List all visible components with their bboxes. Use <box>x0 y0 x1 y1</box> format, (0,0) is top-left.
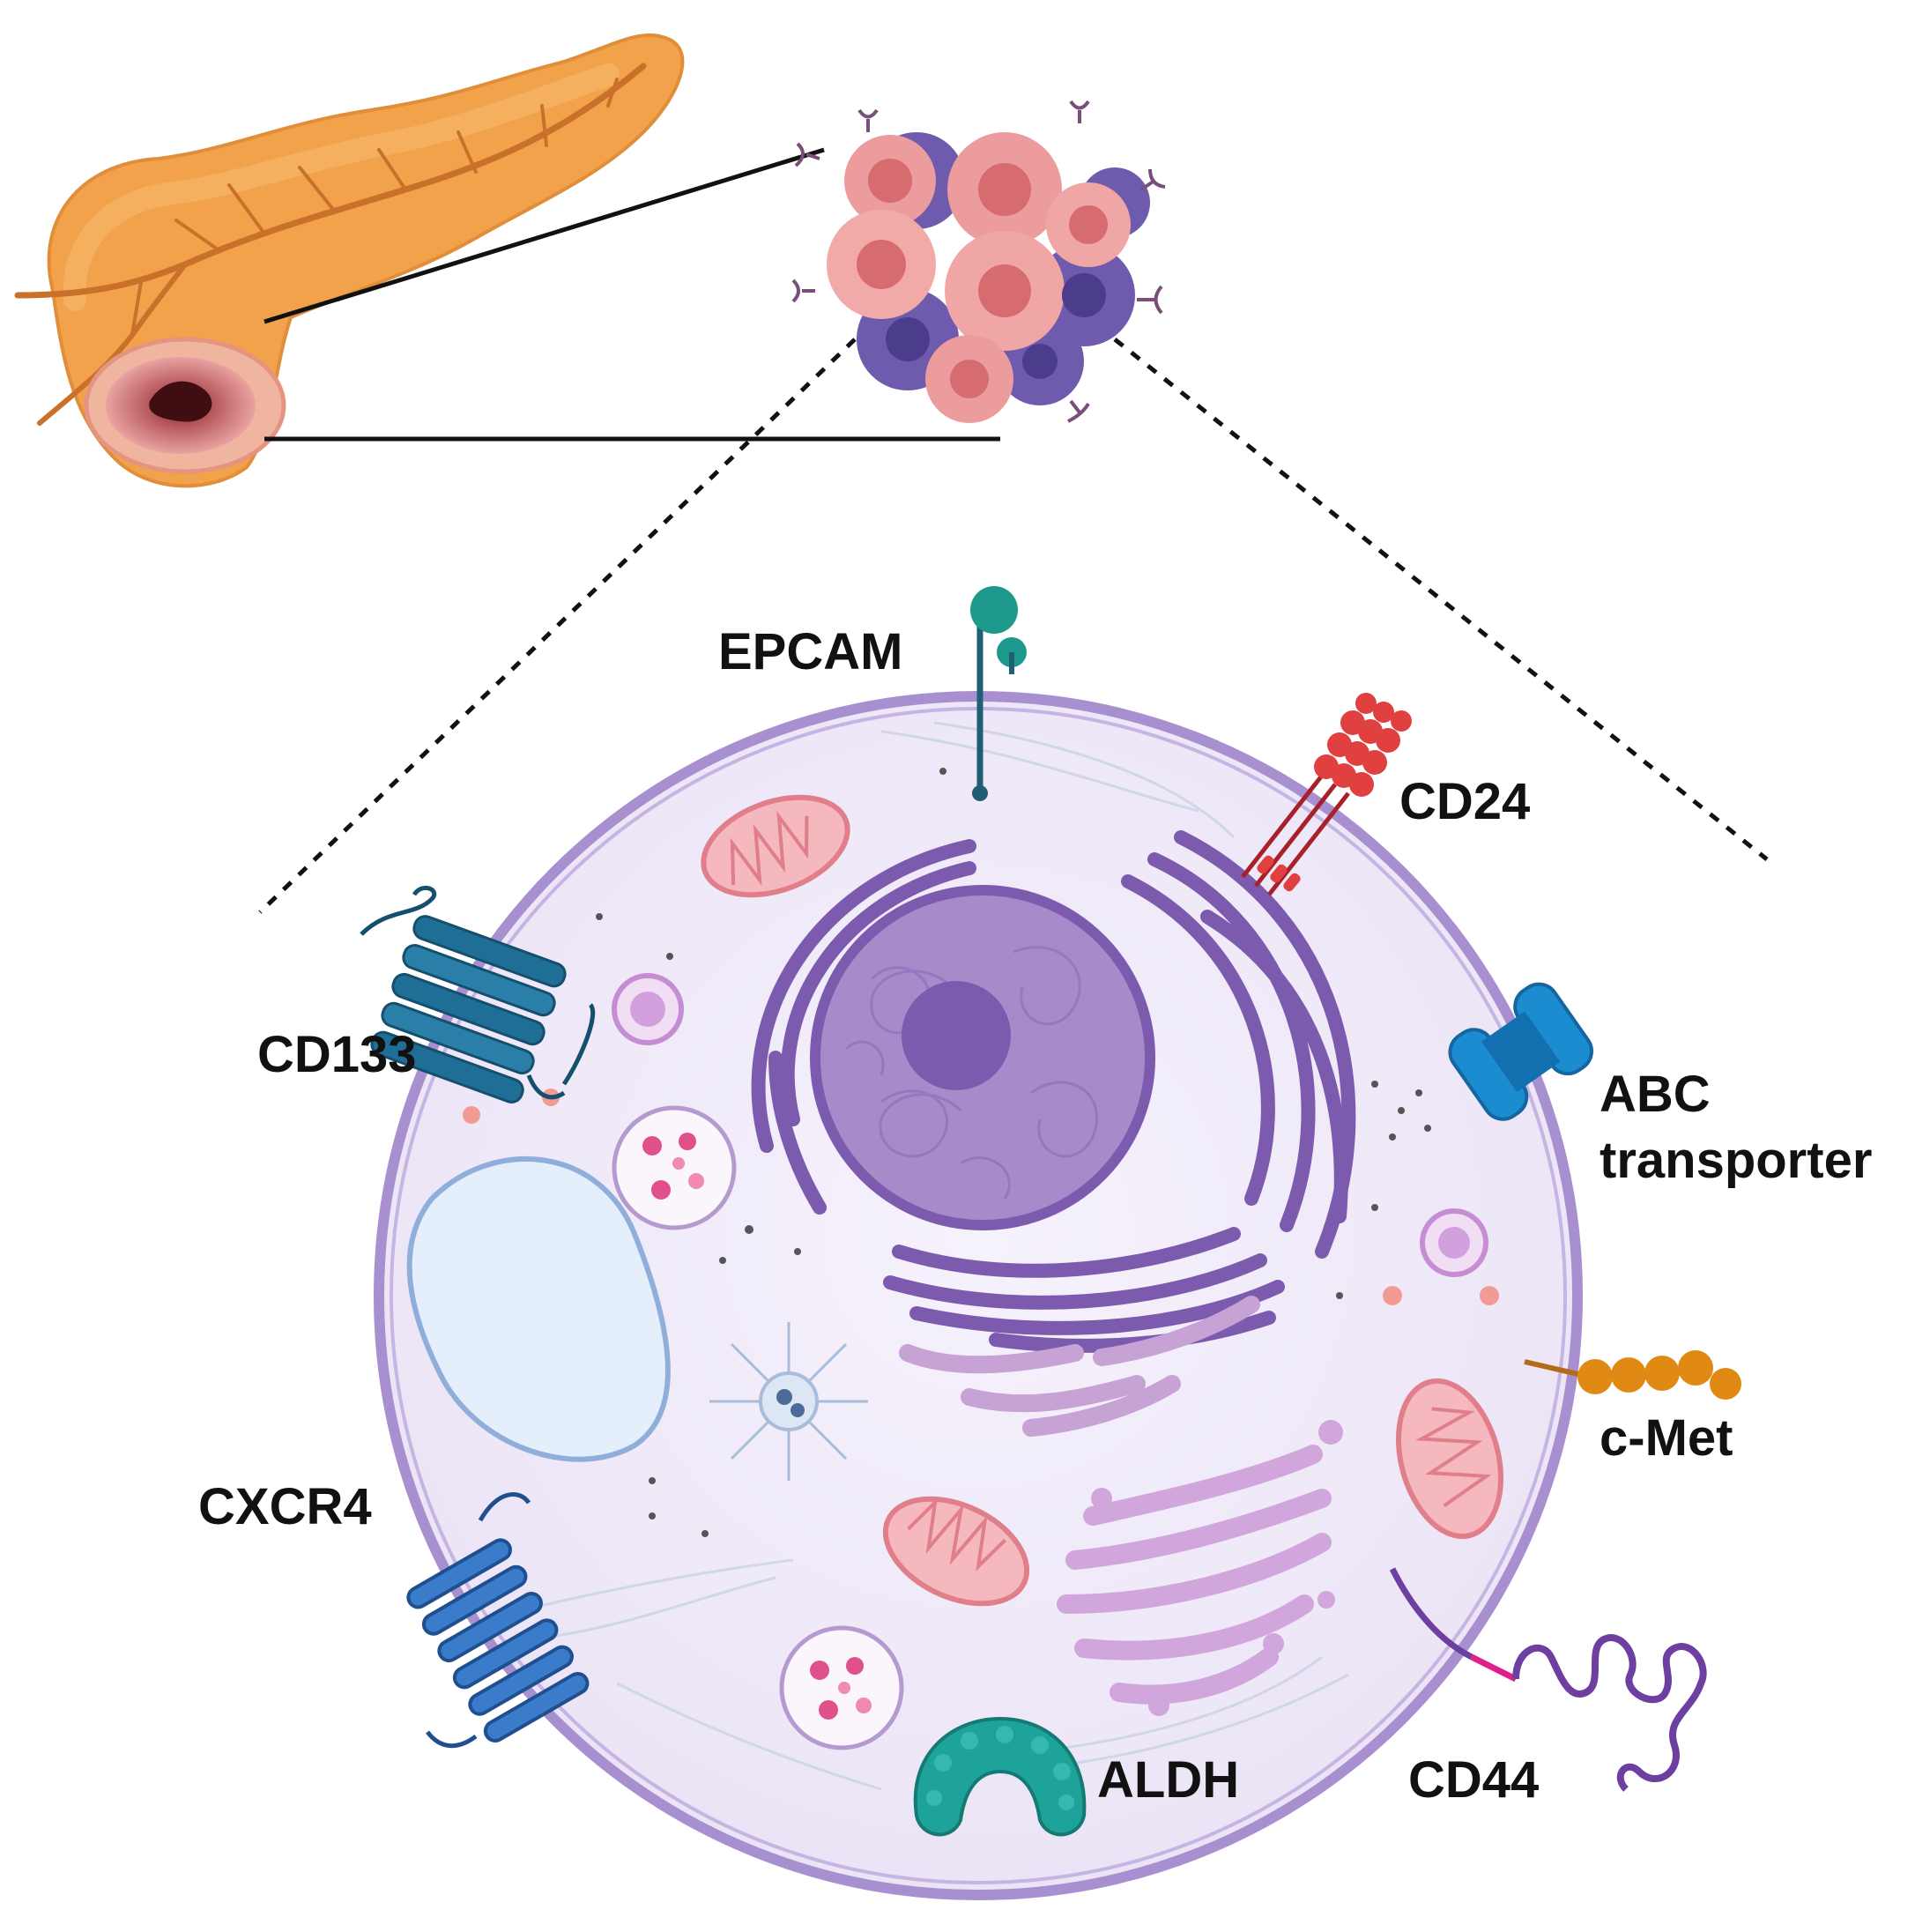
cd44-receptor-icon <box>1389 1567 1707 1792</box>
aldh-enzyme-icon <box>913 1716 1087 1837</box>
epcam-receptor-icon <box>970 586 1027 801</box>
label-abc-line1: ABC <box>1600 1066 1711 1123</box>
label-abc-line2: transporter <box>1600 1132 1873 1189</box>
label-cd24: CD24 <box>1399 773 1531 830</box>
c-met-receptor-icon <box>1524 1350 1741 1400</box>
label-cxcr4: CXCR4 <box>198 1478 372 1535</box>
label-c-met: c-Met <box>1600 1409 1733 1467</box>
zoom-line-upper <box>263 147 825 324</box>
label-cd133: CD133 <box>257 1026 417 1083</box>
cd133-receptor-icon <box>360 885 596 1103</box>
label-cd44: CD44 <box>1408 1751 1540 1809</box>
label-epcam: EPCAM <box>718 623 903 680</box>
cd24-receptor-icon <box>1241 693 1412 896</box>
label-aldh: ALDH <box>1097 1751 1240 1809</box>
pancreas-with-tumor-icon <box>14 33 685 488</box>
abc-transporter-icon <box>1448 982 1593 1121</box>
cxcr4-receptor-icon <box>406 1491 590 1749</box>
cancer-stem-cell-icon <box>374 691 1583 1900</box>
tumor-cell-cluster-icon <box>791 100 1166 423</box>
